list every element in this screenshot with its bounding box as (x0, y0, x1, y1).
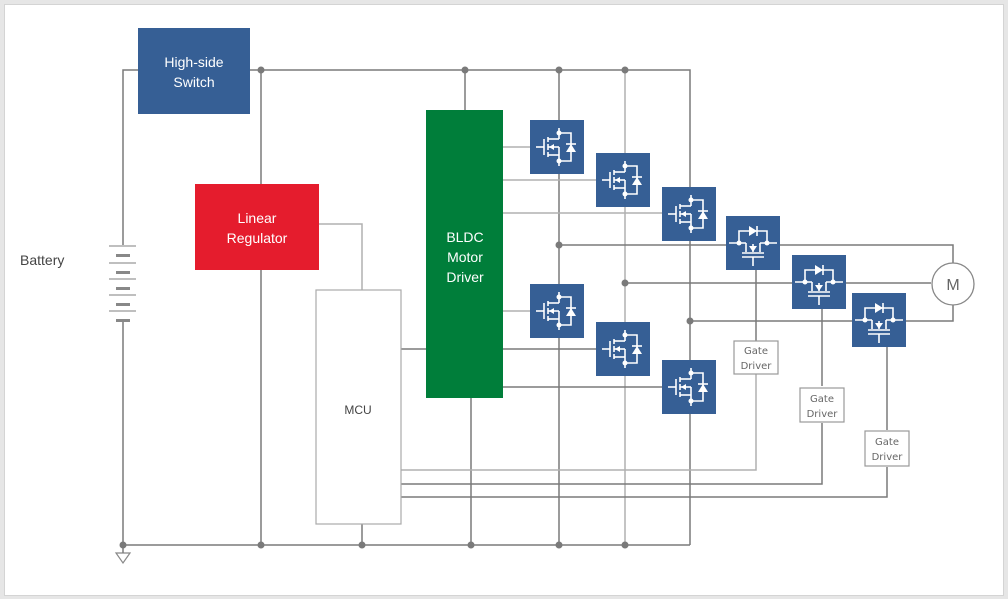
mcu[interactable]: MCU (315, 289, 402, 525)
high-side-switch[interactable]: High-side Switch (138, 28, 250, 114)
battery-label: Battery (20, 252, 64, 268)
junction-dot (621, 66, 629, 74)
wire-regulator-mcu (319, 223, 363, 290)
junction-dot (555, 66, 563, 74)
mosfet-icon-phase-v[interactable] (791, 254, 847, 310)
junction-dots (119, 66, 694, 549)
mosfet-icon-high-v[interactable] (595, 152, 651, 208)
junction-dot (358, 541, 366, 549)
mosfet-icon-low-v[interactable] (595, 321, 651, 377)
linear-regulator-label-1: Linear (238, 210, 277, 226)
phase-cutoff-mosfets (725, 215, 907, 348)
mcu-box (315, 289, 402, 525)
mosfet-icon-low-w[interactable] (661, 359, 717, 415)
gate-driver-3[interactable]: Gate Driver (864, 430, 910, 467)
bldc-motor-driver-box (426, 110, 503, 398)
bldc-label-1: BLDC (446, 229, 483, 245)
wire-phase-u-motor (780, 244, 954, 264)
junction-dot (686, 317, 694, 325)
bldc-label-2: Motor (447, 249, 483, 265)
ground-icon (114, 552, 132, 565)
high-side-switch-label-1: High-side (164, 54, 223, 70)
mosfet-icon-high-u[interactable] (529, 119, 585, 175)
wire-gd2-mcu (401, 423, 823, 485)
wire-top-rail (250, 69, 691, 190)
mcu-label: MCU (344, 403, 371, 417)
junction-dot (461, 66, 469, 74)
wire-battery-hss (122, 69, 138, 245)
gate-driver-3-label-2: Driver (872, 452, 904, 463)
bldc-label-3: Driver (446, 269, 484, 285)
mosfet-icon-phase-u[interactable] (725, 215, 781, 271)
mosfet-icon-low-u[interactable] (529, 283, 585, 339)
gate-driver-3-label-1: Gate (875, 437, 899, 448)
linear-regulator[interactable]: Linear Regulator (195, 184, 319, 270)
motor-circle (931, 262, 975, 306)
gate-driver-2-label-1: Gate (810, 394, 834, 405)
mosfet-icon-phase-w[interactable] (851, 292, 907, 348)
junction-dot (555, 241, 563, 249)
gate-driver-1[interactable]: Gate Driver (733, 340, 779, 375)
junction-dot (621, 279, 629, 287)
bldc-motor-driver[interactable]: BLDC Motor Driver (426, 110, 503, 398)
inverter-mosfets (529, 119, 717, 415)
junction-dot (257, 541, 265, 549)
battery-icon (109, 245, 136, 322)
junction-dot (621, 541, 629, 549)
wire-phase-w-motor (906, 304, 954, 322)
motor-label: M (946, 277, 959, 294)
junction-dot (467, 541, 475, 549)
junction-dot (555, 541, 563, 549)
gate-driver-2-label-2: Driver (807, 409, 839, 420)
motor[interactable]: M (931, 262, 975, 306)
linear-regulator-box (195, 184, 319, 270)
high-side-switch-box (138, 28, 250, 114)
gate-driver-1-label-2: Driver (741, 361, 773, 372)
wires (122, 69, 954, 546)
mosfet-icon-high-w[interactable] (661, 186, 717, 242)
linear-regulator-label-2: Regulator (227, 230, 288, 246)
gate-driver-1-label-1: Gate (744, 346, 768, 357)
wire-gd1-mcu (401, 373, 757, 471)
wire-gd3-mcu (401, 467, 888, 498)
high-side-switch-label-2: Switch (173, 74, 214, 90)
gate-driver-2[interactable]: Gate Driver (799, 387, 845, 423)
junction-dot (257, 66, 265, 74)
